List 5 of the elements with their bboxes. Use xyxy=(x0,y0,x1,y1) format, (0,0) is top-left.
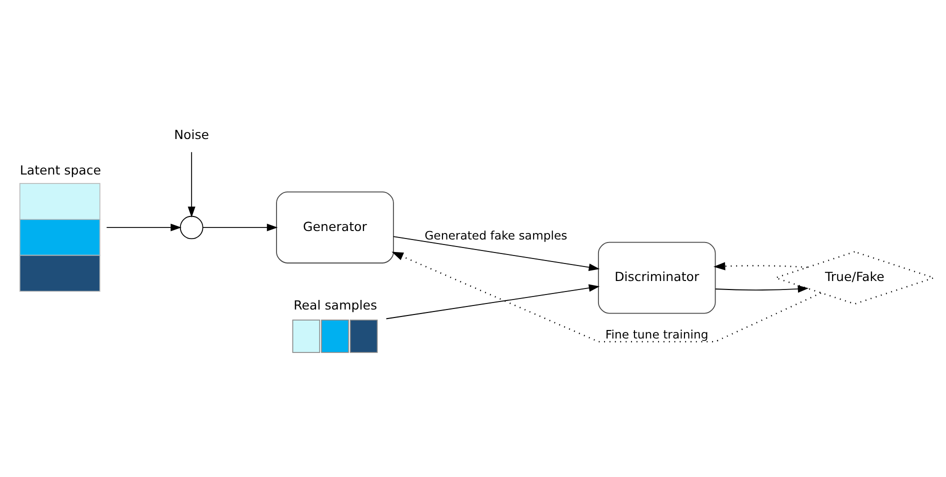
node-label: Real samples xyxy=(294,297,378,312)
edge-label: Fine tune training xyxy=(605,327,708,342)
edge-label: Generated fake samples xyxy=(424,228,568,243)
node-text: Noise xyxy=(174,127,210,142)
node-label: Latent space xyxy=(20,162,102,178)
